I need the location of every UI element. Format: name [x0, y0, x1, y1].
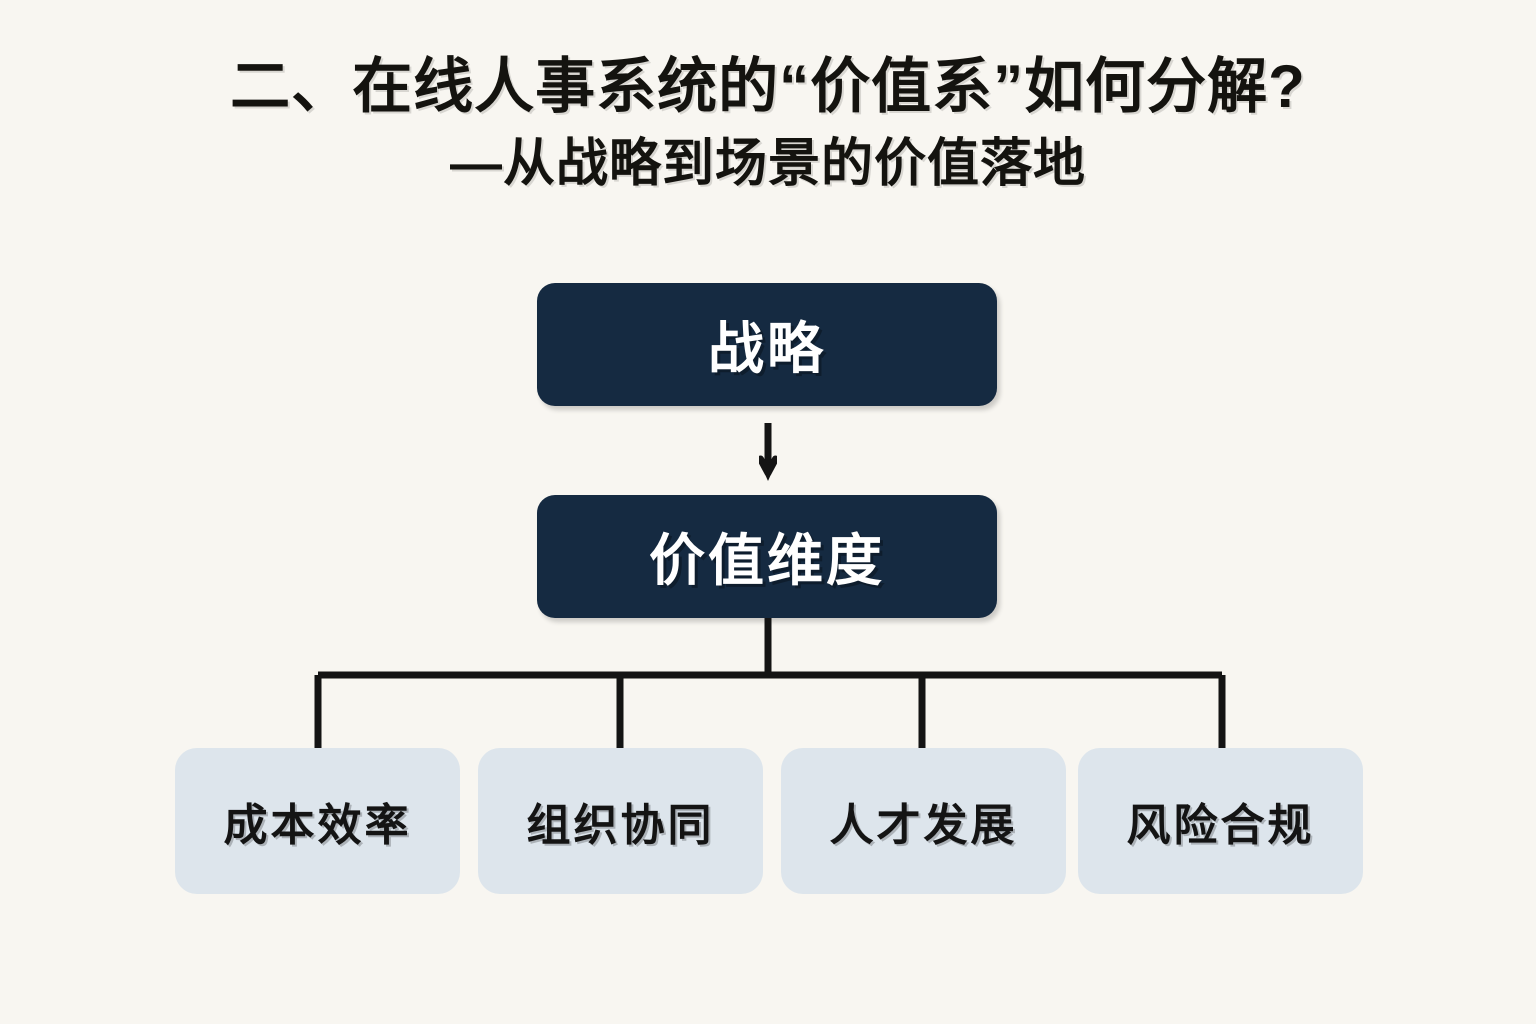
- node-strategy[interactable]: 战略: [537, 283, 997, 406]
- node-strategy-label: 战略: [708, 317, 826, 380]
- page-subtitle: —从战略到场景的价值落地: [449, 134, 1086, 193]
- node-value-dimension[interactable]: 价值维度: [537, 495, 997, 618]
- node-risk-compliance-label: 风险合规: [1126, 801, 1315, 850]
- node-talent-development-label: 人才发展: [829, 801, 1018, 850]
- node-risk-compliance[interactable]: 风险合规: [1078, 748, 1363, 894]
- node-org-collaboration-label: 组织协同: [526, 801, 715, 850]
- branch-connector: [300, 618, 1240, 754]
- node-cost-efficiency-label: 成本效率: [223, 801, 412, 850]
- node-org-collaboration[interactable]: 组织协同: [478, 748, 763, 894]
- node-cost-efficiency[interactable]: 成本效率: [175, 748, 460, 894]
- page-title: 二、在线人事系统的“价值系”如何分解?: [230, 53, 1306, 120]
- heading-block: 二、在线人事系统的“价值系”如何分解? —从战略到场景的价值落地: [0, 52, 1536, 195]
- node-value-dimension-label: 价值维度: [649, 529, 885, 592]
- arrow-down-icon: [757, 423, 779, 481]
- node-talent-development[interactable]: 人才发展: [781, 748, 1066, 894]
